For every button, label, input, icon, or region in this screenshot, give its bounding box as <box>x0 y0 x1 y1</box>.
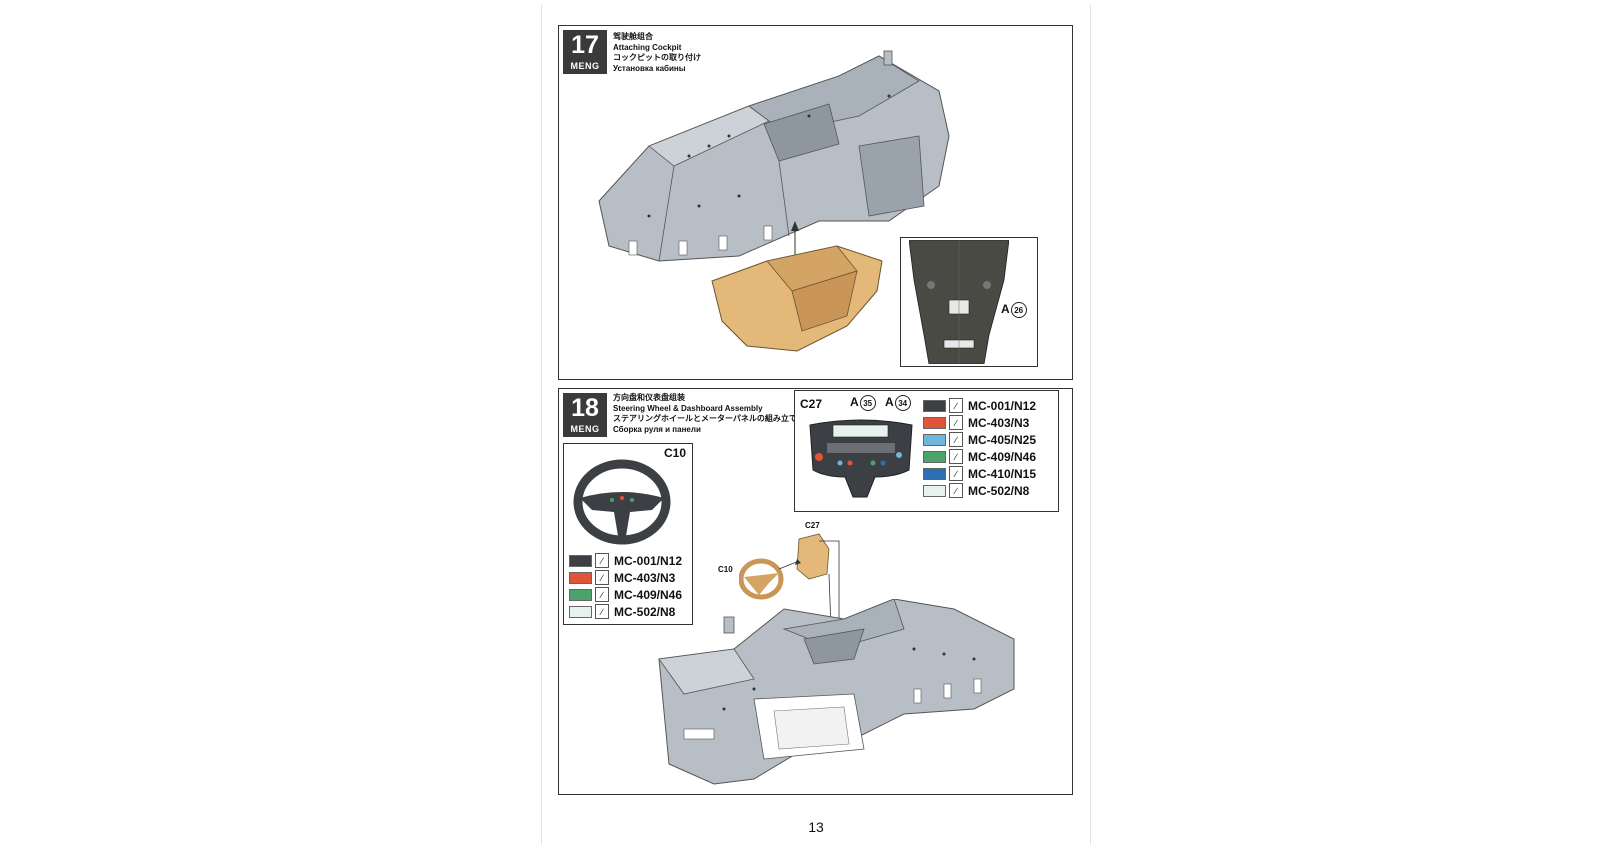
title-ru: Установка кабины <box>613 63 686 73</box>
paint-row: ∕ MC-001/N12 <box>569 552 682 569</box>
paint-row: ∕ MC-410/N15 <box>923 465 1036 482</box>
title-ru: Сборка руля и панели <box>613 424 701 434</box>
cockpit-tub-part <box>711 245 883 352</box>
manual-page: 17 MENG 驾驶舱组合 Attaching Cockpit コックピットの取… <box>541 5 1091 845</box>
paint-swatch <box>923 450 946 463</box>
part-number-circle: 26 <box>1010 302 1027 318</box>
part-number-circle: 34 <box>894 395 911 411</box>
paint-row: ∕ MC-403/N3 <box>923 414 1036 431</box>
paint-row: ∕ MC-409/N46 <box>923 448 1036 465</box>
title-cn: 驾驶舱组合 <box>613 32 653 41</box>
dashboard-part-label: C27 <box>800 397 823 411</box>
meng-logo: MENG <box>570 61 600 71</box>
brush-icon: ∕ <box>595 587 609 602</box>
paint-swatch <box>923 416 946 429</box>
step-17-titles: 驾驶舱组合 Attaching Cockpit コックピットの取り付け Уста… <box>613 32 701 74</box>
callout-letter: A <box>885 395 894 410</box>
wheel-part-label: C10 <box>664 446 687 460</box>
step-18-panel: 18 MENG 方向盘和仪表盘组装 Steering Wheel & Dashb… <box>558 388 1073 795</box>
title-en: Attaching Cockpit <box>613 42 682 52</box>
paint-row: ∕ MC-409/N46 <box>569 586 682 603</box>
paint-code: MC-001/N12 <box>968 398 1037 413</box>
paint-code: MC-403/N3 <box>614 570 676 585</box>
step-number: 17 <box>571 31 599 59</box>
paint-swatch <box>923 433 946 446</box>
brush-icon: ∕ <box>949 432 963 447</box>
brush-icon: ∕ <box>595 570 609 585</box>
step-17-panel: 17 MENG 驾驶舱组合 Attaching Cockpit コックピットの取… <box>558 25 1073 380</box>
callout-letter: A <box>1001 302 1010 317</box>
brush-icon: ∕ <box>949 398 963 413</box>
paint-swatch <box>569 605 592 618</box>
step-18-badge: 18 MENG <box>563 393 607 437</box>
title-jp: ステアリングホイールとメーターパネルの組み立て <box>613 414 797 423</box>
brush-icon: ∕ <box>949 466 963 481</box>
paint-row: ∕ MC-502/N8 <box>923 482 1036 499</box>
paint-code: MC-405/N25 <box>968 432 1037 447</box>
paint-code: MC-409/N46 <box>614 587 683 602</box>
paint-code: MC-001/N12 <box>614 553 683 568</box>
paint-swatch <box>923 467 946 480</box>
paint-swatch <box>569 571 592 584</box>
paint-swatch <box>569 588 592 601</box>
brush-icon: ∕ <box>949 449 963 464</box>
step-number: 18 <box>571 394 599 422</box>
paint-row: ∕ MC-502/N8 <box>569 603 682 620</box>
step-18-titles: 方向盘和仪表盘组装 Steering Wheel & Dashboard Ass… <box>613 393 797 435</box>
paint-row: ∕ MC-403/N3 <box>569 569 682 586</box>
paint-code: MC-403/N3 <box>968 415 1030 430</box>
title-jp: コックピットの取り付け <box>613 53 701 62</box>
title-cn: 方向盘和仪表盘组装 <box>613 393 685 402</box>
paint-swatch <box>923 399 946 412</box>
chassis-illustration-17 <box>598 50 950 262</box>
steering-wheel-part <box>573 459 671 545</box>
paint-row: ∕ MC-405/N25 <box>923 431 1036 448</box>
dashboard-part <box>809 419 913 498</box>
paint-swatch <box>569 554 592 567</box>
wheel-paint-legend: ∕ MC-001/N12 ∕ MC-403/N3 ∕ MC-409/N46 ∕ … <box>569 552 682 620</box>
brush-icon: ∕ <box>595 553 609 568</box>
paint-code: MC-502/N8 <box>968 483 1030 498</box>
assembly-label-c10: C10 <box>718 565 733 574</box>
assembly-small-parts <box>739 533 840 619</box>
paint-code: MC-502/N8 <box>614 604 676 619</box>
callout-letter: A <box>850 395 859 410</box>
brush-icon: ∕ <box>949 483 963 498</box>
meng-logo: MENG <box>570 424 600 434</box>
step-17-badge: 17 MENG <box>563 30 607 74</box>
title-en: Steering Wheel & Dashboard Assembly <box>613 403 763 413</box>
brush-icon: ∕ <box>949 415 963 430</box>
paint-code: MC-409/N46 <box>968 449 1037 464</box>
carbon-floor-part <box>909 240 1009 364</box>
dashboard-paint-legend: ∕ MC-001/N12 ∕ MC-403/N3 ∕ MC-405/N25 ∕ … <box>923 397 1036 499</box>
paint-swatch <box>923 484 946 497</box>
paint-row: ∕ MC-001/N12 <box>923 397 1036 414</box>
paint-code: MC-410/N15 <box>968 466 1037 481</box>
brush-icon: ∕ <box>595 604 609 619</box>
page-number: 13 <box>808 819 824 835</box>
steering-wheel-box: C10 ∕ MC-001/N12 ∕ MC-403/N3 <box>563 443 693 625</box>
chassis-illustration-18 <box>658 599 1015 785</box>
assembly-label-c27: C27 <box>805 521 820 530</box>
part-number-circle: 35 <box>859 395 876 411</box>
